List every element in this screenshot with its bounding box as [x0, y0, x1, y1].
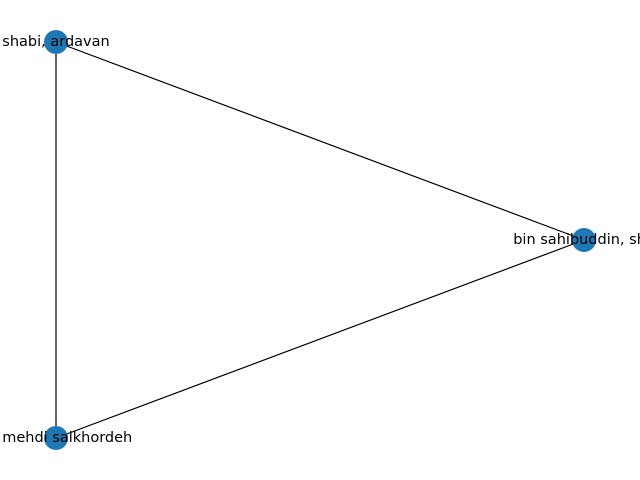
node-label-mehdi-salkhordeh: ni, mehdi salkhordeh [0, 430, 132, 446]
node-label-bin-sahibuddin: bin sahibuddin, sha [513, 232, 640, 248]
node-shabi-ardavan [44, 30, 68, 54]
nodes-layer [44, 30, 596, 450]
edge-shabi-to-bin-sahibuddin [55, 41, 585, 241]
edges-layer [55, 41, 585, 439]
node-bin-sahibuddin [572, 228, 596, 252]
labels-layer: shabi, ardavan bin sahibuddin, sha ni, m… [0, 34, 640, 446]
node-label-shabi-ardavan: shabi, ardavan [2, 34, 109, 50]
edge-bin-sahibuddin-to-mehdi [55, 239, 585, 439]
node-mehdi-salkhordeh [44, 426, 68, 450]
